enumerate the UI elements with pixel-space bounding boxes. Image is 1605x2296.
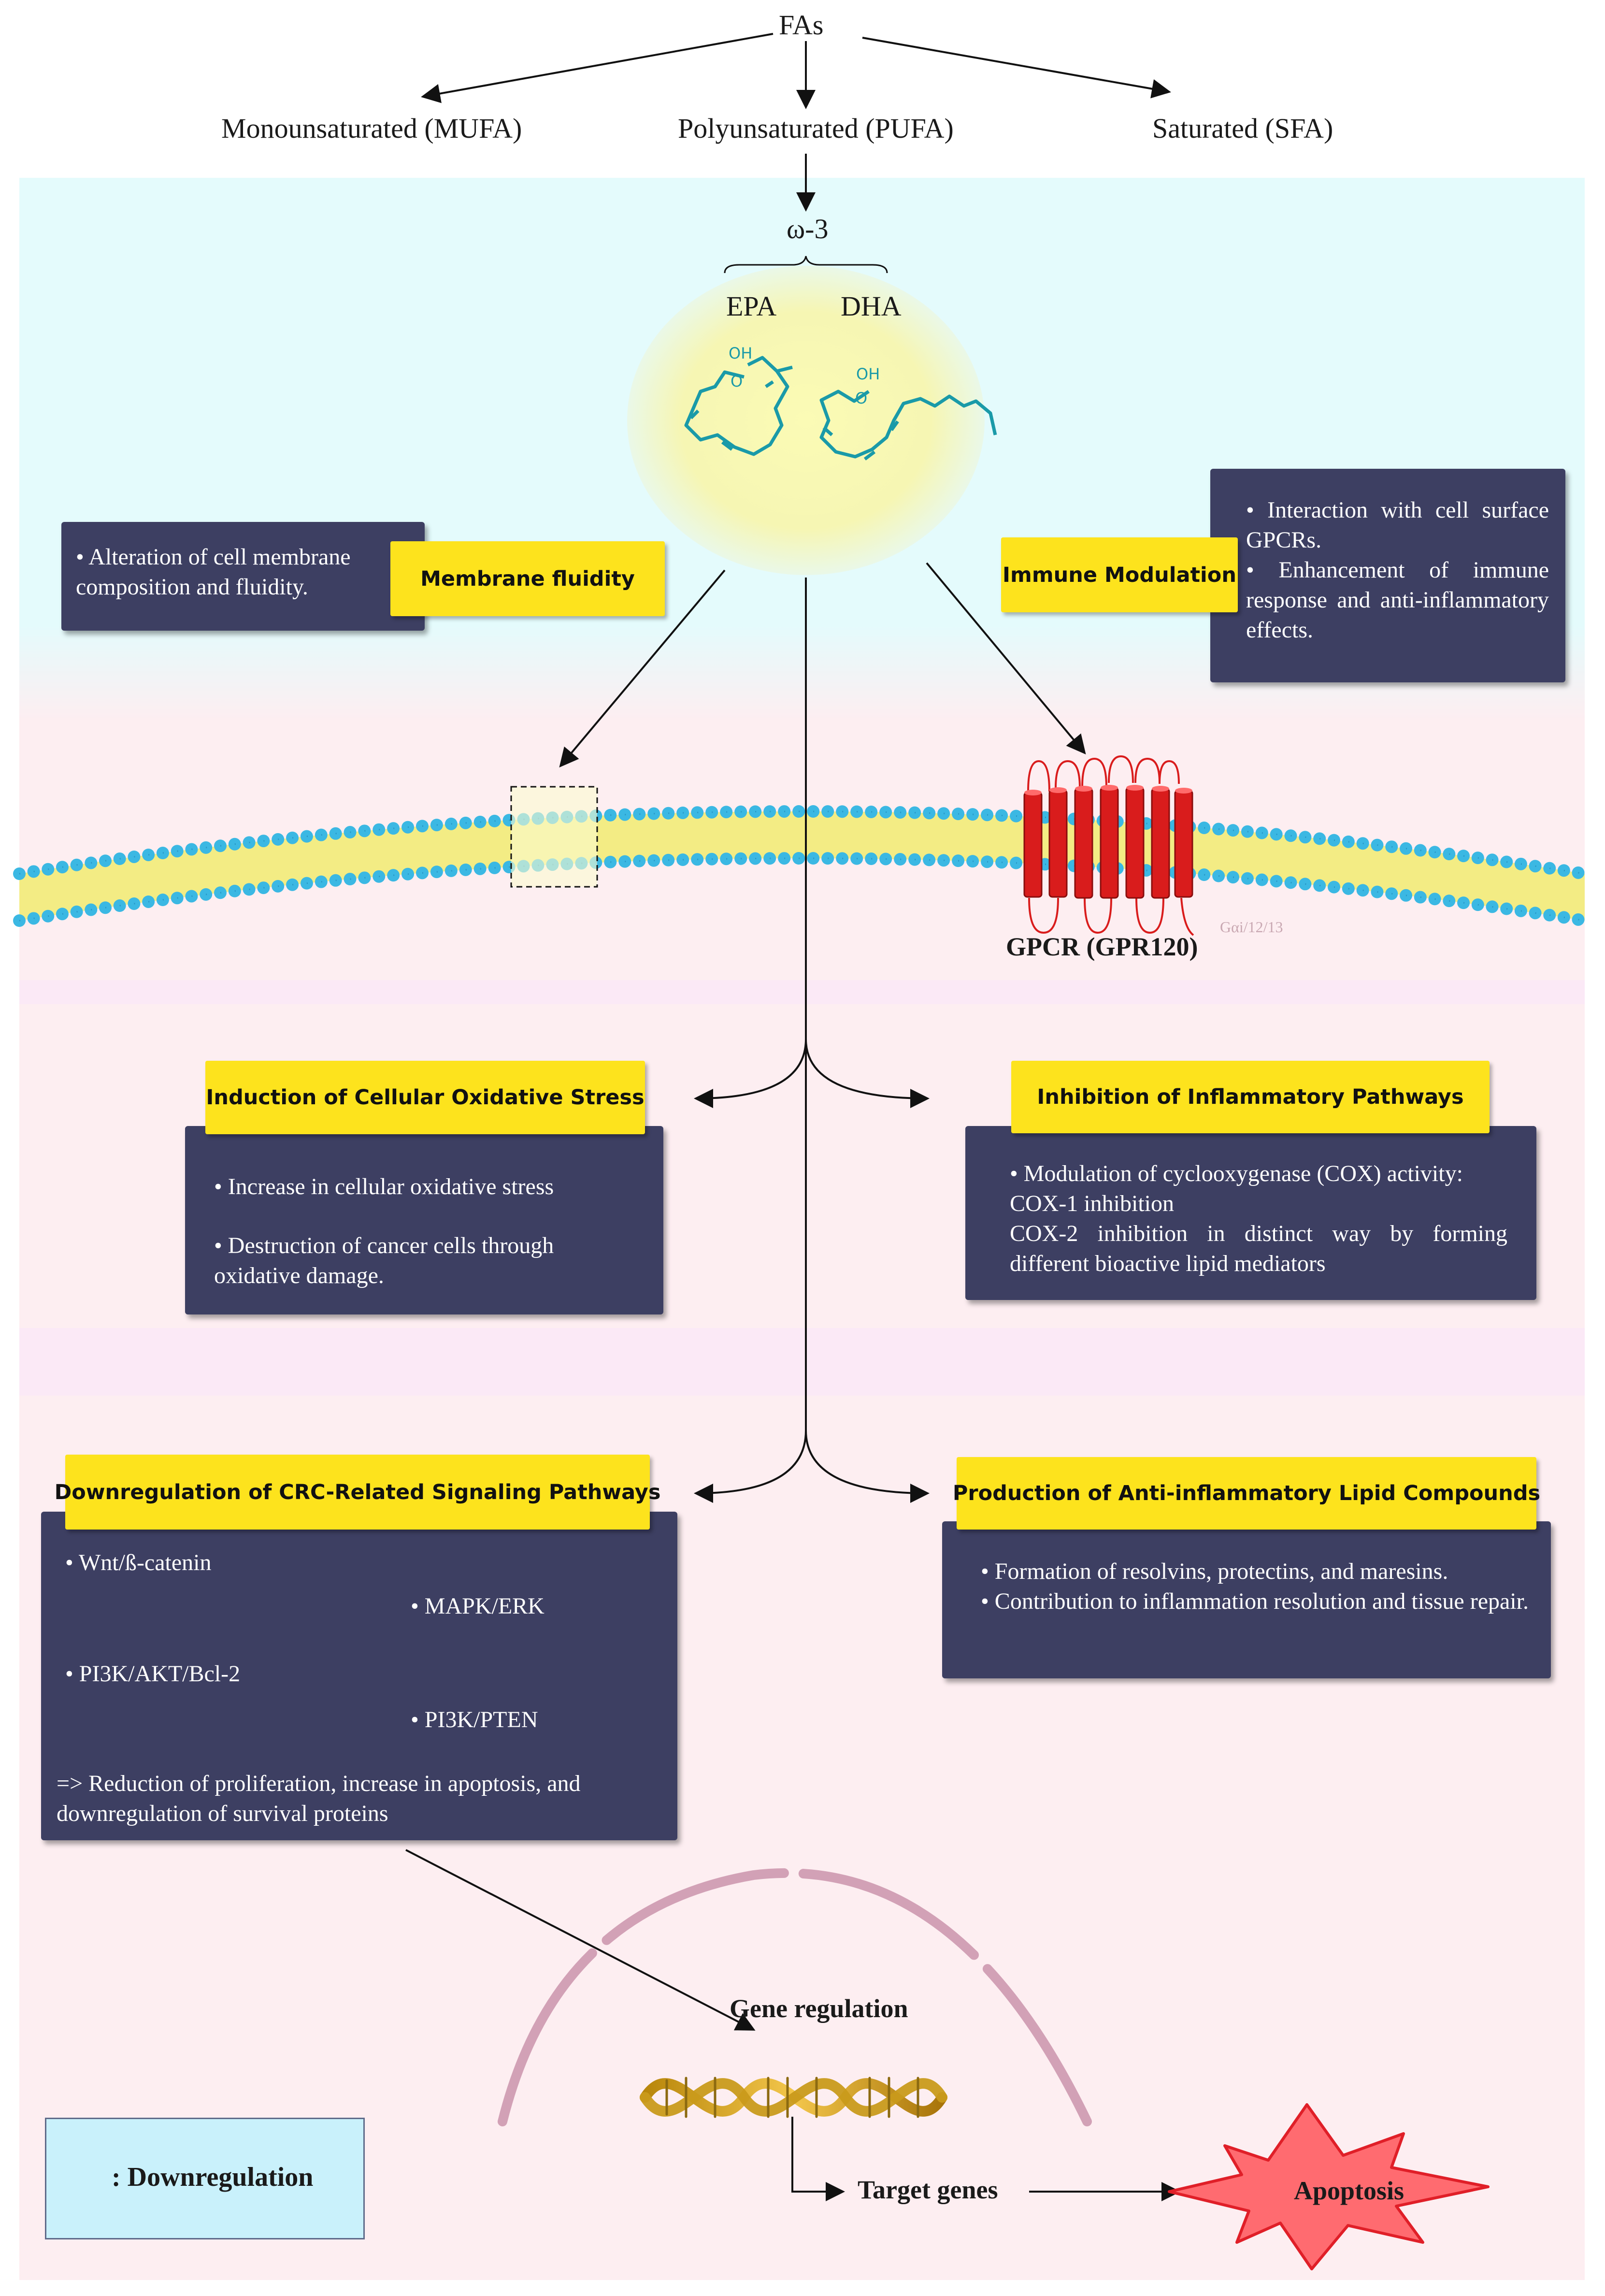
central-pathway-lines (405, 578, 930, 2031)
lipid-compounds-label: Production of Anti-inflammatory Lipid Co… (953, 1457, 1540, 1530)
immune-line-2: • Enhancement of immune response and ant… (1246, 557, 1549, 643)
epa-label: EPA (726, 290, 777, 322)
oxidative-item-1: • Increase in cellular oxidative stress (214, 1174, 554, 1199)
background-divider-2 (19, 1328, 1585, 1396)
membrane-fluidity-box: • Alteration of cell membrane compositio… (61, 522, 425, 631)
dna-helix (640, 2077, 947, 2118)
mufa-label: Monounsaturated (MUFA) (221, 113, 522, 144)
inflammatory-line-2: COX-1 inhibition (1010, 1191, 1175, 1216)
arrow-to-membrane (559, 569, 726, 768)
arrow-to-sfa (862, 37, 1171, 99)
dha-o-label: O (855, 389, 868, 407)
sfa-label: Saturated (SFA) (1152, 113, 1333, 144)
pufa-label: Polyunsaturated (PUFA) (678, 113, 954, 144)
dha-oh-label: OH (856, 365, 880, 383)
omega3-label: ω-3 (787, 213, 829, 245)
background-divider-1 (19, 980, 1585, 1004)
dha-molecule (819, 390, 997, 461)
g-protein-faint-label: Gαi/12/13 (1220, 918, 1283, 936)
immune-modulation-label: Immune Modulation (1001, 537, 1238, 612)
epa-oh-label: OH (729, 344, 753, 362)
gene-regulation-label: Gene regulation (730, 1994, 908, 2023)
legend-box: : Downregulation (45, 2118, 365, 2239)
oxidative-stress-label: Induction of Cellular Oxidative Stress (205, 1061, 645, 1134)
membrane-fluidity-highlight (510, 786, 598, 888)
inflammatory-line-3: COX-2 inhibition in distinct way by form… (1010, 1221, 1507, 1276)
apoptosis-burst (1168, 2103, 1490, 2270)
arrow-to-mufa (421, 33, 774, 103)
gpcr-receptor (1023, 755, 1194, 936)
arrow-to-gpcr (926, 562, 1086, 755)
arrow-to-lipid (805, 1430, 930, 1503)
inflammatory-pathways-label: Inhibition of Inflammatory Pathways (1011, 1061, 1490, 1133)
glow-arrows (559, 562, 1086, 768)
cell-membrane (13, 805, 1591, 927)
immune-modulation-box: • Interaction with cell surface GPCRs. •… (1210, 469, 1565, 682)
arrow-to-target-genes (791, 2117, 845, 2201)
lipid-compounds-box: • Formation of resolvins, protectins, an… (942, 1521, 1551, 1678)
arrow-to-crc (694, 1430, 807, 1503)
crc-pi3k-akt: • PI3K/AKT/Bcl-2 (65, 1661, 241, 1687)
arrow-to-gene-regulation (405, 1849, 756, 2031)
omega3-glow (627, 266, 985, 575)
oxidative-stress-box: • Increase in cellular oxidative stress … (185, 1126, 663, 1314)
apoptosis-label: Apoptosis (1294, 2176, 1404, 2205)
lipid-line-1: • Formation of resolvins, protectins, an… (981, 1559, 1448, 1584)
membrane-fluidity-text: • Alteration of cell membrane compositio… (76, 544, 351, 600)
fas-label: FAs (779, 9, 824, 41)
target-genes-label: Target genes (858, 2175, 998, 2204)
inflammatory-pathways-box: • Modulation of cyclooxygenase (COX) act… (965, 1126, 1536, 1300)
immune-line-1: • Interaction with cell surface GPCRs. (1246, 497, 1549, 553)
crc-summary: => Reduction of proliferation, increase … (57, 1771, 581, 1826)
epa-o-label: O (731, 372, 743, 390)
membrane-fluidity-label: Membrane fluidity (390, 541, 665, 616)
oxidative-item-2: • Destruction of cancer cells through ox… (214, 1233, 554, 1288)
nuclear-envelope (498, 1868, 1092, 2126)
omega3-brace (724, 256, 888, 274)
legend-text: : Downregulation (112, 2162, 314, 2192)
lipid-line-2: • Contribution to inflammation resolutio… (981, 1588, 1529, 1614)
inflammatory-line-1: • Modulation of cyclooxygenase (COX) act… (1010, 1161, 1463, 1186)
gpcr-label: GPCR (GPR120) (1006, 932, 1198, 961)
classification-arrows (421, 33, 1171, 212)
arrow-to-oxidative (694, 1039, 807, 1108)
dha-label: DHA (841, 290, 902, 322)
crc-wnt: • Wnt/ß-catenin (65, 1550, 212, 1575)
epa-molecule (684, 356, 793, 456)
crc-mapk: • MAPK/ERK (411, 1593, 545, 1619)
crc-signaling-box: • Wnt/ß-catenin • MAPK/ERK • PI3K/AKT/Bc… (41, 1512, 677, 1840)
arrow-to-inflammatory (805, 1039, 930, 1108)
crc-signaling-label: Downregulation of CRC-Related Signaling … (55, 1455, 660, 1530)
gene-arrows (791, 2117, 1181, 2201)
crc-pi3k-pten: • PI3K/PTEN (411, 1707, 538, 1733)
